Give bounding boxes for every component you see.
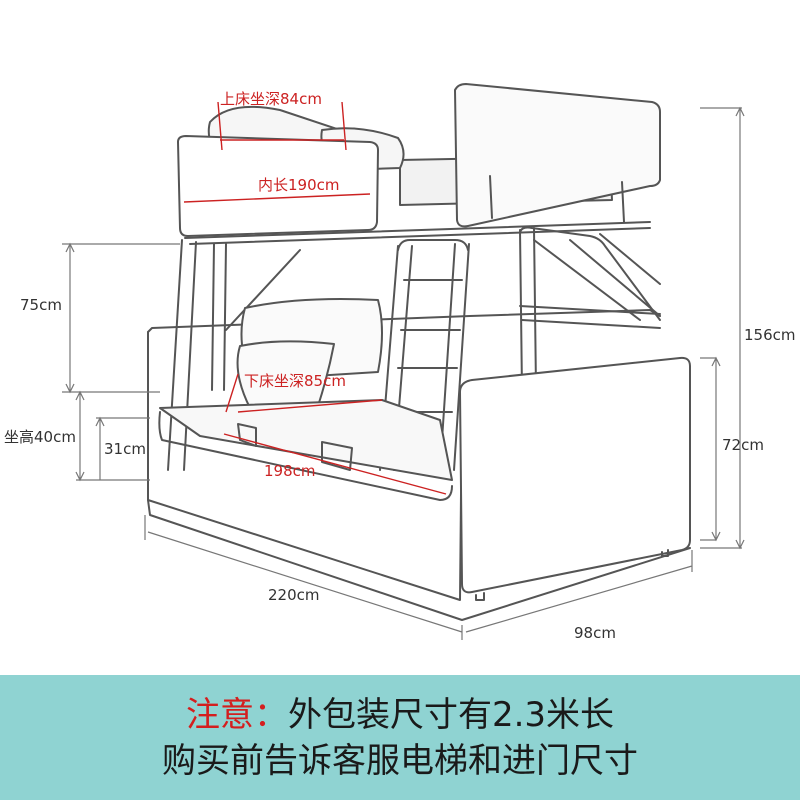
lower-length-label: 198cm — [264, 462, 316, 480]
total-height-label: 156cm — [744, 326, 796, 344]
notice-line-1: 注意：外包装尺寸有2.3米长 — [186, 692, 614, 738]
upper-seat-depth-label: 上床坐深84cm — [220, 90, 322, 108]
inner-length-label: 内长190cm — [258, 176, 340, 194]
lower-seat-depth-label: 下床坐深85cm — [244, 372, 346, 390]
seat-height-label: 坐高40cm — [4, 428, 76, 446]
arm-height-label: 72cm — [722, 436, 764, 454]
bunk-sofa-bed-dimension-diagram: 上床坐深84cm 内长190cm 下床坐深85cm 198cm 75cm 坐高4… — [4, 83, 796, 642]
notice-banner: 注意：外包装尺寸有2.3米长 购买前告诉客服电梯和进门尺寸 — [0, 675, 800, 800]
upper-gap-label: 75cm — [20, 296, 62, 314]
red-dimension-lines — [183, 101, 447, 495]
seat-thickness-label: 31cm — [104, 440, 146, 458]
notice-text-1: 外包装尺寸有2.3米长 — [287, 694, 615, 735]
notice-label: 注意： — [185, 694, 288, 735]
furniture-drawing — [147, 83, 691, 621]
notice-line-2: 购买前告诉客服电梯和进门尺寸 — [162, 740, 638, 781]
dimension-lines — [62, 106, 745, 640]
total-depth-label: 98cm — [574, 624, 616, 642]
total-length-label: 220cm — [268, 586, 320, 604]
